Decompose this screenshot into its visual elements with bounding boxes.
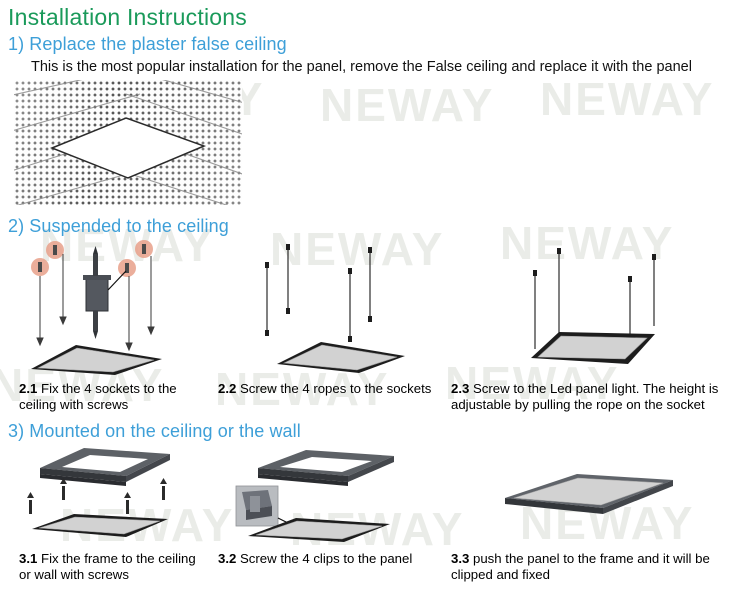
figure-2-2-ropes-to-sockets	[255, 244, 450, 376]
assembled-panel	[505, 474, 673, 514]
caption-3-1: 3.1 Fix the frame to the ceiling or wall…	[19, 551, 209, 582]
clip-detail-callout	[235, 485, 303, 531]
watermark-text: NEWAY	[320, 79, 495, 131]
led-panel-iso	[31, 345, 162, 375]
watermark-text: NEWAY	[540, 73, 715, 125]
caption-2-2-number: 2.2	[218, 381, 237, 396]
section-1-intro: This is the most popular installation fo…	[31, 59, 692, 75]
mounting-frame	[40, 448, 170, 486]
section-heading-1: 1) Replace the plaster false ceiling	[8, 34, 287, 54]
caption-2-3-number: 2.3	[451, 381, 470, 396]
caption-3-1-number: 3.1	[19, 551, 38, 566]
caption-2-3: 2.3 Screw to the Led panel light. The he…	[451, 381, 723, 412]
led-panel-iso	[277, 342, 405, 373]
rope-lines	[36, 254, 155, 352]
figure-2-3-panel-suspended	[495, 246, 710, 376]
caption-3-3-number: 3.3	[451, 551, 470, 566]
figure-3-3-panel-in-frame	[485, 462, 700, 552]
caption-2-1: 2.1 Fix the 4 sockets to the ceiling wit…	[19, 381, 199, 412]
caption-3-3-text: push the panel to the frame and it will …	[451, 551, 710, 582]
led-panel-iso	[248, 518, 390, 542]
figure-false-ceiling	[14, 80, 242, 205]
section-heading-2: 2) Suspended to the ceiling	[8, 216, 229, 236]
caption-2-1-text: Fix the 4 sockets to the ceiling with sc…	[19, 381, 177, 412]
caption-2-3-text: Screw to the Led panel light. The height…	[451, 381, 719, 412]
section-heading-3: 3) Mounted on the ceiling or the wall	[8, 421, 301, 441]
caption-3-3: 3.3 push the panel to the frame and it w…	[451, 551, 723, 582]
hanging-ropes	[265, 244, 372, 342]
figure-3-2-clips-to-panel	[228, 446, 428, 551]
caption-3-2-text: Screw the 4 clips to the panel	[240, 551, 413, 566]
caption-3-2-number: 3.2	[218, 551, 237, 566]
caption-2-1-number: 2.1	[19, 381, 38, 396]
figure-3-1-frame-with-screws	[22, 446, 212, 551]
socket-detail-drawing	[83, 246, 127, 339]
figure-2-1-sockets-to-ceiling	[14, 240, 219, 376]
page-title: Installation Instructions	[8, 4, 247, 30]
ceiling-panel-opening	[49, 117, 207, 179]
caption-2-2-text: Screw the 4 ropes to the sockets	[240, 381, 432, 396]
led-panel-iso	[32, 514, 168, 537]
caption-3-1-text: Fix the frame to the ceiling or wall wit…	[19, 551, 196, 582]
screw-markers	[27, 478, 167, 514]
led-panel-iso	[531, 332, 655, 364]
socket-markers	[31, 240, 153, 277]
caption-3-2: 3.2 Screw the 4 clips to the panel	[218, 551, 433, 567]
caption-2-2: 2.2 Screw the 4 ropes to the sockets	[218, 381, 433, 397]
hanging-ropes	[533, 248, 656, 349]
mounting-frame	[258, 450, 394, 486]
